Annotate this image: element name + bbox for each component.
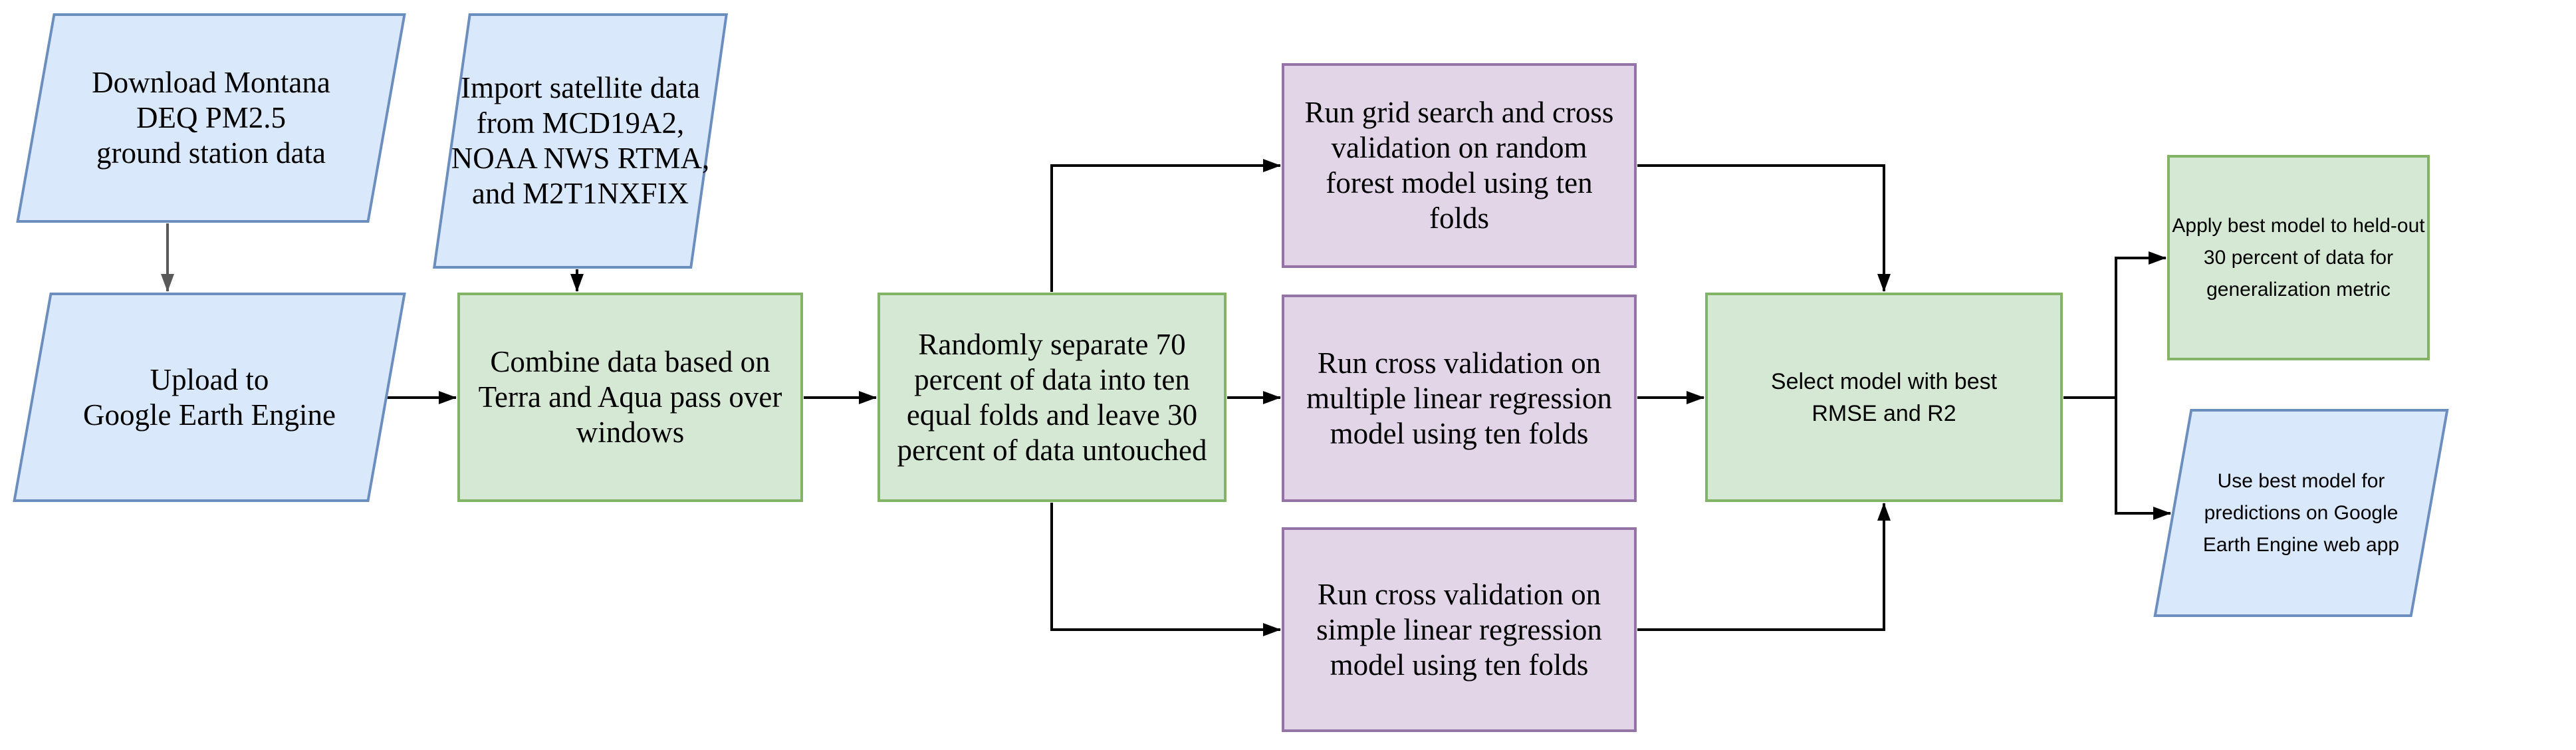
node-separate-folds: Randomly separate 70 percent of data int… <box>878 293 1227 502</box>
edge-simple-lr-to-select <box>1637 503 1891 631</box>
rectangle-shape <box>457 293 803 502</box>
node-cv-simple-lr: Run cross validation on simple linear re… <box>1282 527 1637 732</box>
rectangle-shape <box>1282 295 1637 502</box>
rectangle-shape <box>1705 293 2063 502</box>
node-label: Combine data based on Terra and Aqua pas… <box>478 345 782 449</box>
node-label: Randomly separate 70 percent of data int… <box>897 327 1207 467</box>
edge-separate-to-simple-lr <box>1050 503 1281 636</box>
edge-junction-to-apply <box>2115 251 2166 398</box>
node-label: Select model with best RMSE and R2 <box>1770 368 1998 426</box>
node-label: Run grid search and cross validation on … <box>1304 96 1614 235</box>
node-combine-data: Combine data based on Terra and Aqua pas… <box>457 293 803 502</box>
node-label: Import satellite data from MCD19A2, NOAA… <box>451 71 710 210</box>
edge-grid-search-to-select <box>1637 164 1891 292</box>
edge-separate-to-grid-search <box>1050 159 1281 292</box>
rectangle-shape <box>878 293 1227 502</box>
node-label: Run cross validation on multiple linear … <box>1306 346 1612 450</box>
node-label: Use best model for predictions on Google… <box>2202 469 2400 556</box>
node-label: Download Montana DEQ PM2.5 ground statio… <box>92 66 330 170</box>
node-grid-search-rf: Run grid search and cross validation on … <box>1282 63 1637 268</box>
node-label: Upload to Google Earth Engine <box>83 362 336 432</box>
node-select-model: Select model with best RMSE and R2 <box>1705 293 2063 502</box>
node-apply-best-model: Apply best model to held-out 30 percent … <box>2167 155 2430 360</box>
node-upload-gee: Upload to Google Earth Engine <box>13 293 406 502</box>
node-download-ground-data: Download Montana DEQ PM2.5 ground statio… <box>16 13 406 223</box>
rectangle-shape <box>1282 63 1637 268</box>
node-import-satellite: Import satellite data from MCD19A2, NOAA… <box>433 13 728 269</box>
node-cv-multiple-lr: Run cross validation on multiple linear … <box>1282 295 1637 502</box>
rectangle-shape <box>1282 527 1637 732</box>
rectangle-shape <box>2167 155 2430 360</box>
edge-junction-to-use <box>2115 398 2171 520</box>
node-label: Apply best model to held-out 30 percent … <box>2172 214 2425 301</box>
node-use-best-model: Use best model for predictions on Google… <box>2153 409 2449 617</box>
node-label: Run cross validation on simple linear re… <box>1316 577 1602 682</box>
